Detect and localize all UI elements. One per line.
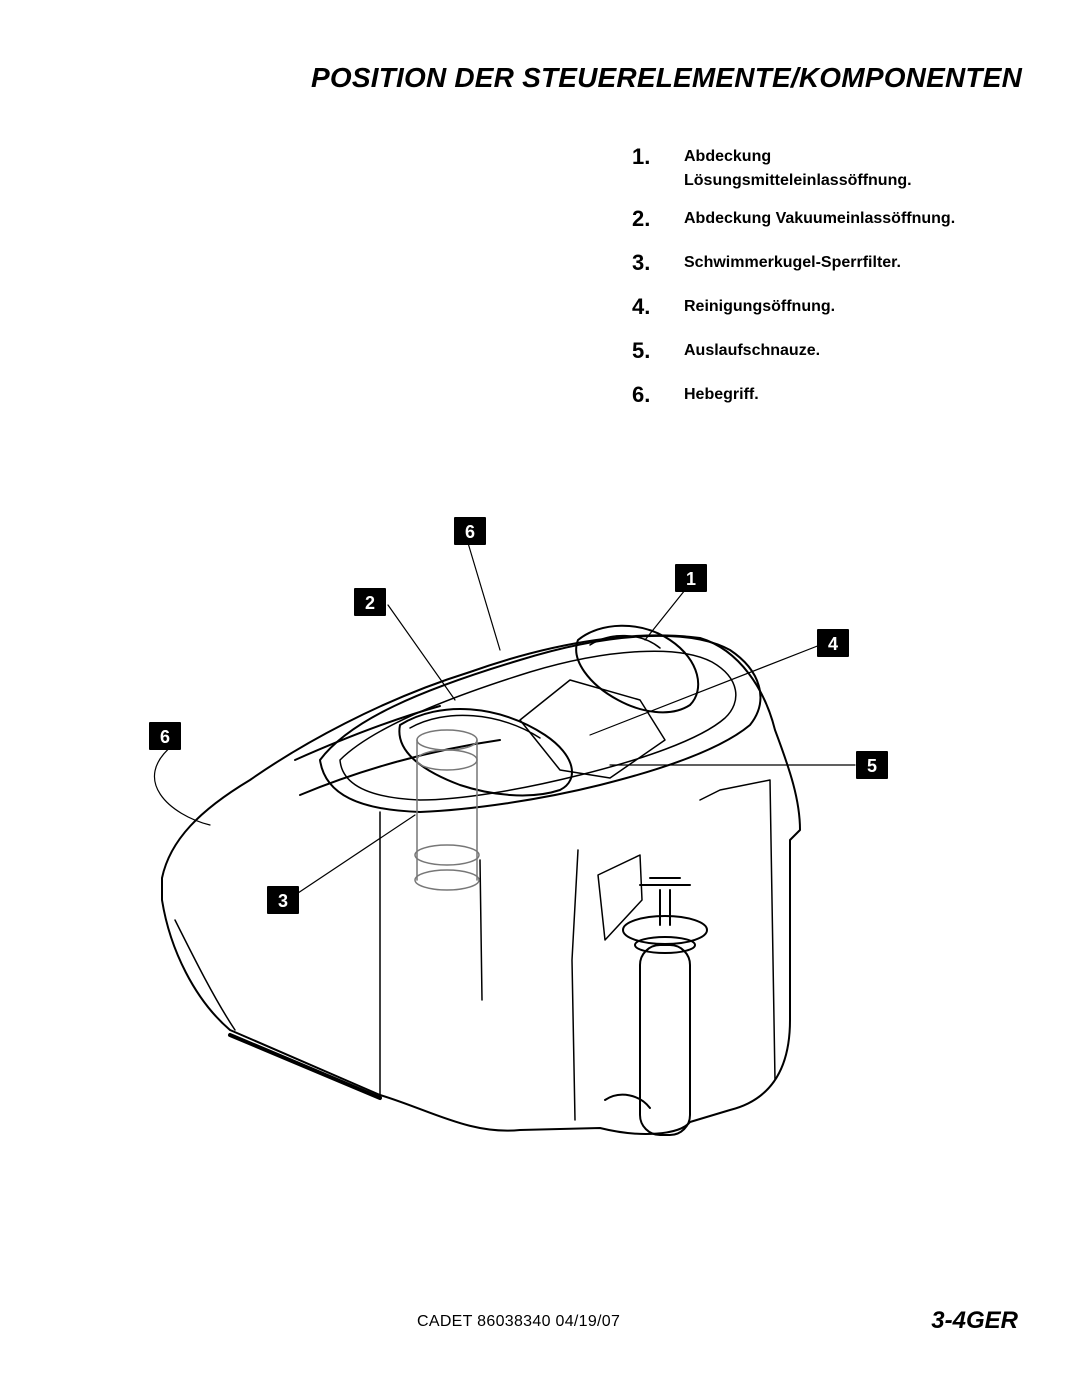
- callout-1: 1: [675, 564, 707, 592]
- legend-text: Auslaufschnauze.: [684, 342, 821, 359]
- legend-item: 5. Auslaufschnauze.: [632, 339, 1052, 363]
- callout-6-left: 6: [149, 722, 181, 750]
- float-ball-filter: [414, 729, 480, 891]
- legend-item: 1. Abdeckung Lösungsmitteleinlassöffnung…: [632, 145, 1052, 193]
- legend-text: Abdeckung Vakuumeinlassöffnung.: [684, 210, 956, 227]
- legend-text: Abdeckung Lösungsmitteleinlassöffnung.: [684, 148, 912, 189]
- legend-item: 3. Schwimmerkugel-Sperrfilter.: [632, 251, 1052, 275]
- callout-label: 4: [828, 634, 838, 654]
- callout-label: 6: [465, 522, 475, 542]
- solution-inlet-cover: [575, 624, 700, 714]
- recovery-tank-drawing: 6 1 2 4 6 5 3: [149, 517, 888, 1136]
- legend-item: 6. Hebegriff.: [632, 383, 1052, 407]
- callout-label: 6: [160, 727, 170, 747]
- legend-number: 6.: [632, 382, 651, 407]
- callout-3: 3: [267, 886, 299, 914]
- legend-item: 2. Abdeckung Vakuumeinlassöffnung.: [632, 207, 1052, 231]
- page-number: 3-4GER: [931, 1307, 1018, 1334]
- handle-bracket: [597, 854, 643, 941]
- cleanout-opening: [519, 679, 666, 779]
- legend-text: Schwimmerkugel-Sperrfilter.: [684, 254, 901, 271]
- tank-rim: [319, 634, 762, 813]
- legend-number: 2.: [632, 206, 651, 231]
- callout-6-top: 6: [454, 517, 486, 545]
- callout-label: 5: [867, 756, 877, 776]
- legend-number: 4.: [632, 294, 651, 319]
- legend-text: Reinigungsöffnung.: [684, 298, 836, 315]
- callout-label: 1: [686, 569, 696, 589]
- callout-label: 3: [278, 891, 288, 911]
- vacuum-inlet-cover: [398, 708, 573, 797]
- callout-5: 5: [856, 751, 888, 779]
- legend-item: 4. Reinigungsöffnung.: [632, 295, 1052, 319]
- page-title: POSITION DER STEUERELEMENTE/KOMPONENTEN: [311, 62, 1022, 93]
- document-code: CADET 86038340 04/19/07: [417, 1313, 621, 1330]
- callout-4: 4: [817, 629, 849, 657]
- leader-lines: [153, 542, 856, 894]
- legend-text: Hebegriff.: [684, 386, 759, 403]
- callout-label: 2: [365, 593, 375, 613]
- callout-2: 2: [354, 588, 386, 616]
- legend-number: 5.: [632, 338, 651, 363]
- tank-body: [161, 634, 801, 1135]
- legend-number: 3.: [632, 250, 651, 275]
- drain-hose: [604, 877, 708, 1136]
- legend-number: 1.: [632, 144, 651, 169]
- component-legend: 1. Abdeckung Lösungsmitteleinlassöffnung…: [632, 145, 1052, 427]
